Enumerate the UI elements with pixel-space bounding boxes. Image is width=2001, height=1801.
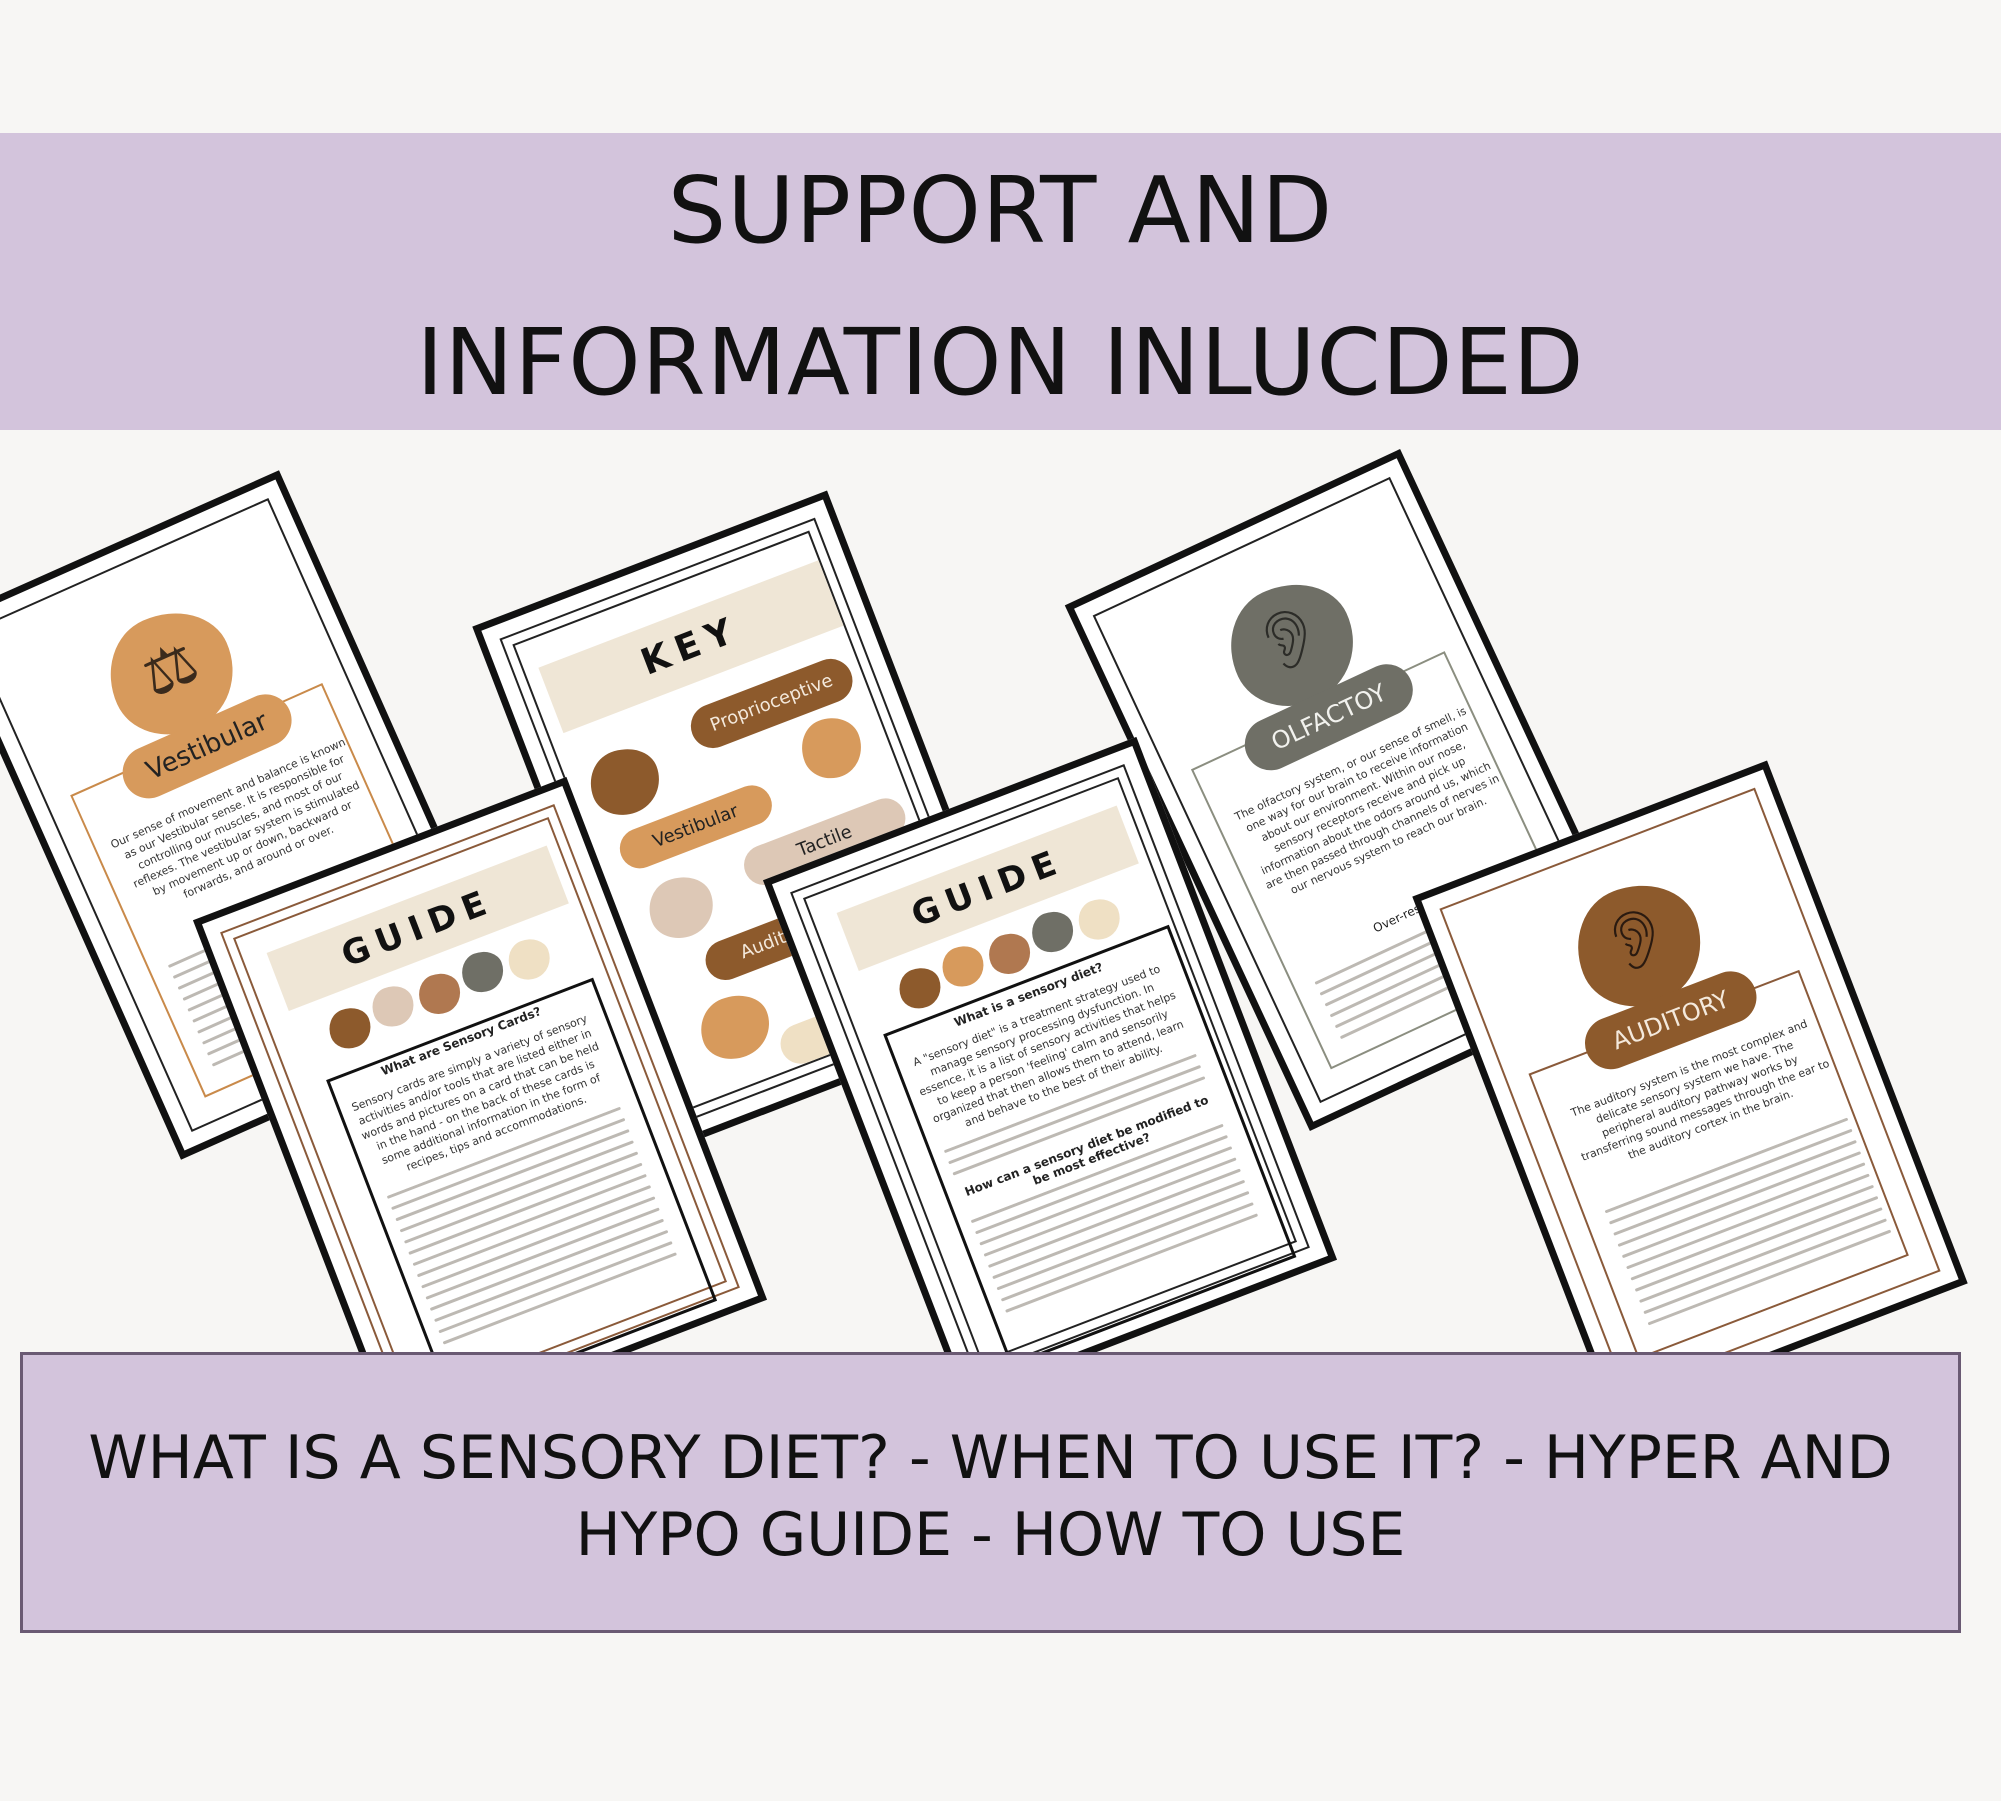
footer-text-line2: HYPO GUIDE - HOW TO USE (575, 1500, 1406, 1570)
footer-text-line1: WHAT IS A SENSORY DIET? - WHEN TO USE IT… (88, 1423, 1893, 1493)
header-title-line1: SUPPORT AND (667, 157, 1334, 264)
footer-banner: WHAT IS A SENSORY DIET? - WHEN TO USE IT… (20, 1352, 1961, 1633)
header-title-line2: INFORMATION INLUCDED (416, 309, 1585, 416)
header-banner: SUPPORT AND INFORMATION INLUCDED (0, 133, 2001, 430)
